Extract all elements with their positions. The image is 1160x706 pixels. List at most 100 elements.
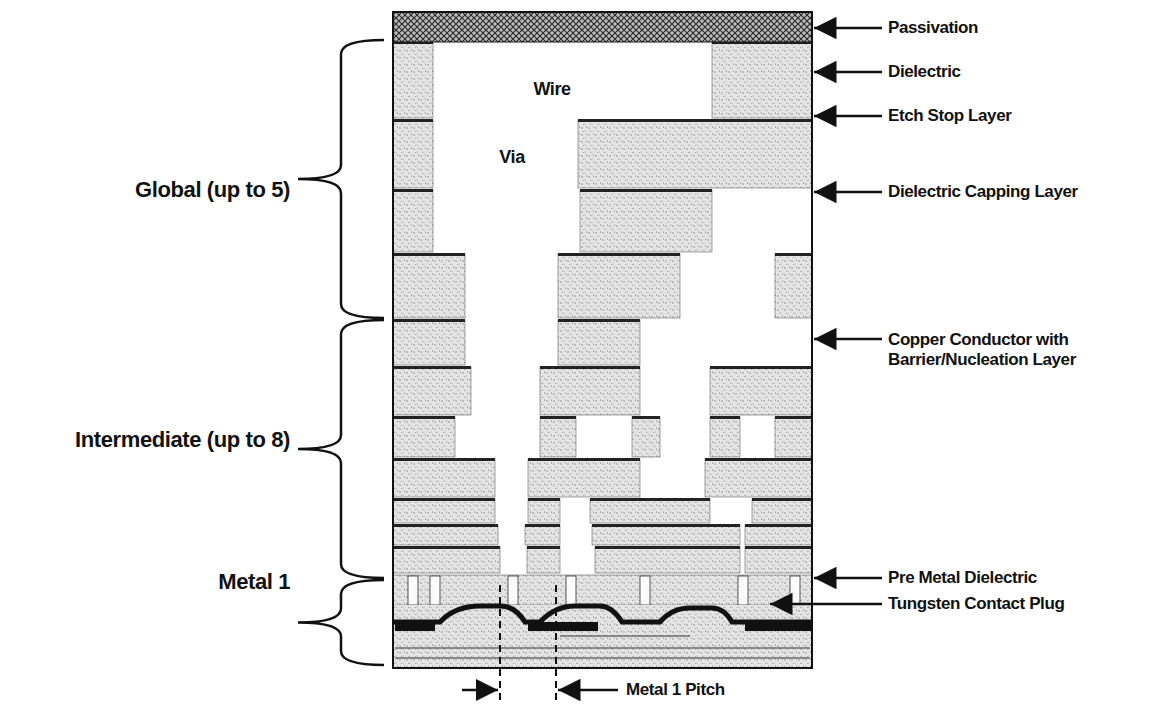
etch-stop-bar (558, 253, 680, 256)
etch-stop-bar (393, 498, 495, 501)
leader-arrow (814, 115, 882, 118)
dielectric-block (527, 547, 560, 573)
etch-stop-bar (393, 524, 498, 527)
dielectric-blocks (393, 42, 812, 605)
tungsten-plug (640, 576, 650, 605)
layer-label: Passivation (888, 18, 978, 38)
etch-stop-bar (705, 458, 812, 461)
etch-stop-bar (745, 546, 812, 549)
tungsten-plug (508, 576, 518, 605)
layer-label: Global (up to 5) (135, 177, 290, 203)
dielectric-block (393, 499, 495, 523)
bracket (298, 580, 384, 665)
section-outline (393, 12, 812, 668)
dielectric-block (393, 367, 471, 415)
dielectric-block (528, 459, 640, 497)
leader-arrow (814, 577, 882, 580)
capping-layers (393, 41, 812, 549)
etch-stop-bar (580, 189, 712, 192)
layer-label: Etch Stop Layer (888, 106, 1011, 126)
passivation-band (393, 12, 812, 42)
etch-stop-bar (710, 416, 740, 419)
etch-stop-bar (527, 546, 560, 549)
dielectric-block (393, 459, 495, 497)
layer-label: Dielectric (888, 62, 961, 82)
etch-stop-bar (393, 416, 455, 419)
etch-stop-bar (578, 119, 812, 122)
layer-label: Via (499, 147, 525, 169)
dielectric-block (393, 254, 465, 318)
dielectric-block (705, 459, 812, 497)
dielectric-block (580, 190, 712, 252)
layer-label: Dielectric Capping Layer (888, 182, 1078, 202)
braces (298, 40, 384, 665)
pitch-dimension (462, 585, 618, 702)
layer-label: Metal 1 (218, 569, 290, 595)
dielectric-block (558, 254, 680, 318)
leader-arrow (814, 27, 882, 30)
dielectric-block (712, 42, 812, 118)
dielectric-block (710, 367, 812, 415)
layer-label: Copper Conductor with Barrier/Nucleation… (888, 330, 1150, 371)
etch-stop-bar (590, 498, 710, 501)
etch-stop-bar (393, 189, 433, 192)
dielectric-block (540, 367, 640, 415)
dielectric-block (632, 417, 660, 457)
dielectric-block (393, 190, 433, 252)
etch-stop-bar (710, 366, 812, 369)
etch-stop-bar (775, 416, 812, 419)
etch-stop-bar (528, 498, 560, 501)
device-layer (393, 605, 812, 668)
etch-stop-bar (632, 416, 660, 419)
dielectric-block (775, 417, 812, 457)
dielectric-block (578, 120, 812, 188)
dielectric-block (528, 499, 560, 523)
layer-label: Intermediate (up to 8) (75, 427, 290, 453)
tungsten-plug (738, 576, 748, 605)
etch-stop-bar (540, 416, 576, 419)
layer-label: Pre Metal Dielectric (888, 568, 1037, 588)
dielectric-block (393, 120, 433, 188)
etch-stop-bar (558, 319, 640, 322)
dielectric-block (393, 547, 500, 573)
etch-stop-bar (592, 524, 740, 527)
dielectric-block (558, 320, 640, 365)
etch-stop-bar (393, 546, 500, 549)
etch-stop-bar (393, 366, 471, 369)
layer-label: Metal 1 Pitch (626, 680, 725, 700)
etch-stop-bar (540, 366, 640, 369)
layer-label: Wire (533, 79, 570, 101)
dielectric-block (752, 499, 812, 523)
leader-arrow (814, 338, 882, 341)
tungsten-plugs (408, 576, 800, 605)
dielectric-block (393, 320, 465, 365)
dielectric-block (393, 525, 498, 545)
leader-arrow (814, 71, 882, 74)
layer-label: Tungsten Contact Plug (888, 594, 1064, 614)
etch-stop-bar (393, 319, 465, 322)
dielectric-block (710, 417, 740, 457)
etch-stop-bar (525, 524, 560, 527)
leaders (770, 28, 882, 604)
dielectric-block (393, 575, 812, 605)
dielectric-block (592, 525, 740, 545)
tungsten-plug (430, 576, 440, 605)
etch-stop-bar (595, 546, 740, 549)
tungsten-plug (790, 576, 800, 605)
etch-stop-bar (393, 458, 495, 461)
dielectric-block (590, 499, 710, 523)
dielectric-block (525, 525, 560, 545)
dielectric-block (540, 417, 576, 457)
tungsten-plug (408, 576, 418, 605)
dielectric-block (393, 42, 433, 118)
etch-stop-bar (528, 458, 640, 461)
etch-stop-bar (393, 119, 433, 122)
dielectric-block (393, 417, 455, 457)
tungsten-plug (566, 576, 576, 605)
bracket (298, 320, 384, 578)
dielectric-block (745, 547, 812, 573)
etch-stop-bar (393, 253, 465, 256)
dielectric-block (595, 547, 740, 573)
bracket (298, 40, 384, 318)
